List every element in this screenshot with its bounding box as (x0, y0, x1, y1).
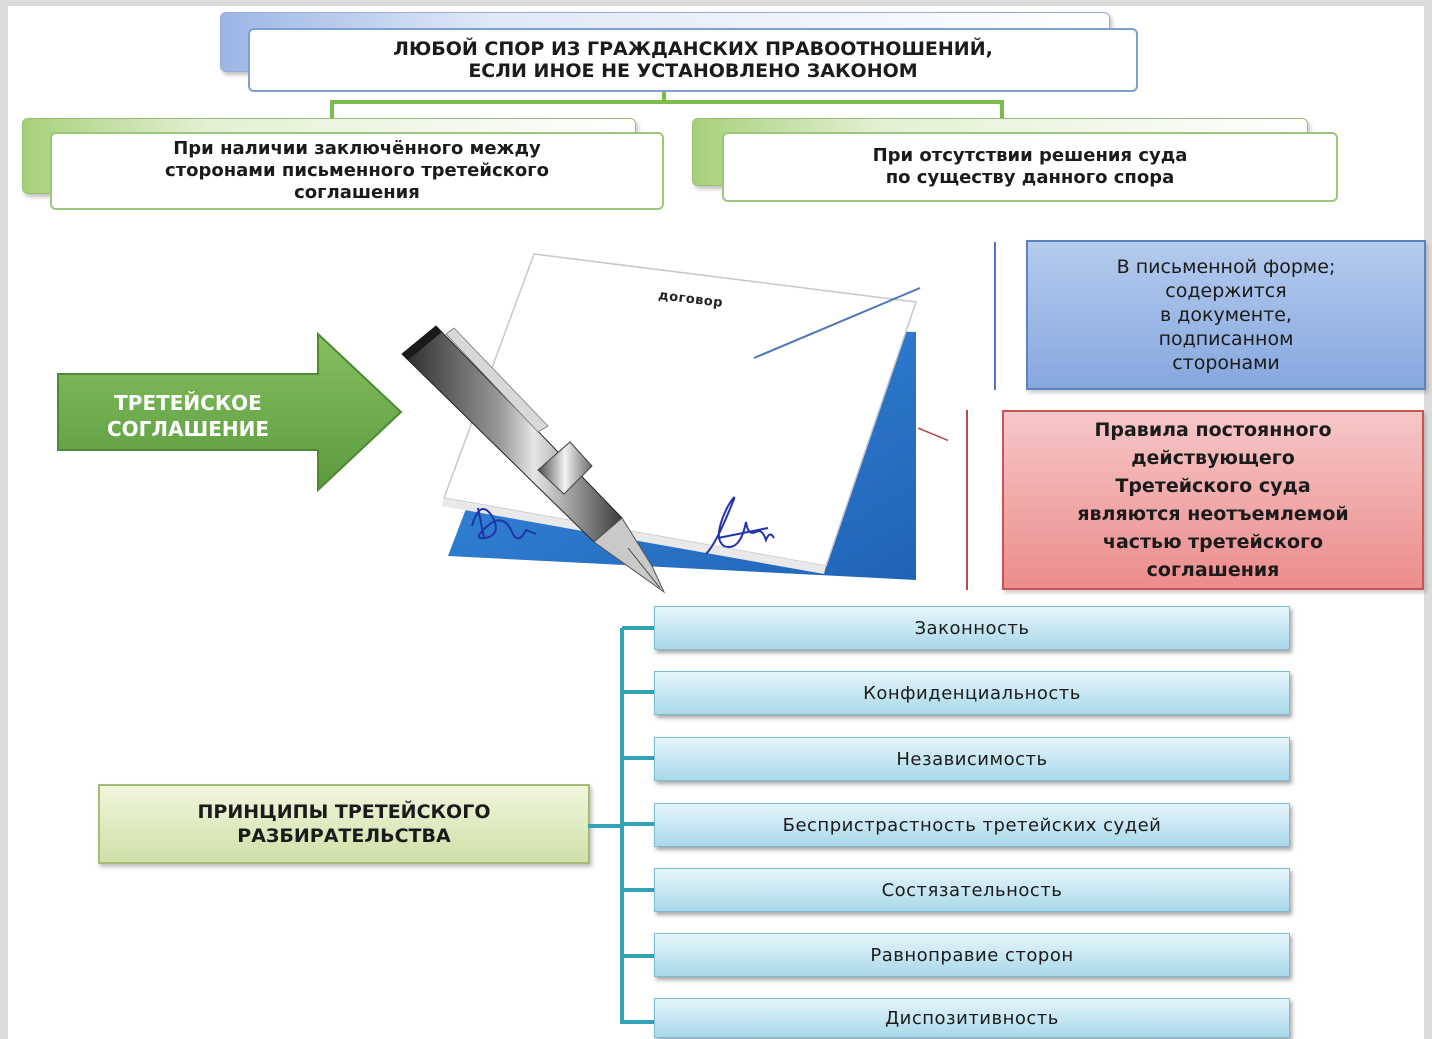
arrow-shape (57, 332, 403, 492)
court-rules-line2: действующего (1131, 447, 1295, 469)
signature-right-icon (705, 496, 775, 555)
condition-left-line3: соглашения (294, 182, 420, 203)
principle-item-equality: Равноправие сторон (654, 933, 1290, 977)
top-box-line1: ЛЮБОЙ СПОР ИЗ ГРАЖДАНСКИХ ПРАВООТНОШЕНИЙ… (393, 38, 993, 60)
principle-item-impartiality: Беспристрастность третейских судей (654, 803, 1290, 847)
written-form-line1: В письменной форме; (1116, 256, 1336, 278)
arrow-label-line2: СОГЛАШЕНИЕ (106, 417, 270, 441)
principles-connector (588, 626, 654, 1024)
court-rules-line5: частью третейского (1102, 531, 1324, 553)
blue-note-bracket (994, 242, 996, 390)
principles-title-box: ПРИНЦИПЫ ТРЕТЕЙСКОГО РАЗБИРАТЕЛЬСТВА (98, 784, 590, 864)
pen-icon (401, 325, 666, 594)
principles-title-line2: РАЗБИРАТЕЛЬСТВА (237, 825, 451, 847)
condition-right-card: При отсутствии решения суда по существу … (722, 132, 1338, 202)
diagram-canvas: ЛЮБОЙ СПОР ИЗ ГРАЖДАНСКИХ ПРАВООТНОШЕНИЙ… (8, 6, 1426, 1039)
court-rules-line4: являются неотъемлемой (1077, 503, 1349, 525)
top-tree-connector (330, 92, 1004, 120)
principle-item-legality: Законность (654, 606, 1290, 650)
principle-item-dispositivity: Диспозитивность (654, 998, 1290, 1038)
court-rules-line1: Правила постоянного (1094, 419, 1332, 441)
red-note-bracket (966, 410, 968, 590)
arrow-label-line1: ТРЕТЕЙСКОЕ (114, 391, 262, 415)
condition-right-line2: по существу данного спора (885, 167, 1175, 188)
principle-item-adversarial: Состязательность (654, 868, 1290, 912)
written-form-line3: в документе, (1160, 304, 1292, 326)
written-form-note: В письменной форме; содержится в докумен… (1026, 240, 1426, 390)
written-form-line4: подписанном (1158, 328, 1294, 350)
contract-illustration (401, 253, 948, 594)
top-box: ЛЮБОЙ СПОР ИЗ ГРАЖДАНСКИХ ПРАВООТНОШЕНИЙ… (248, 28, 1138, 92)
condition-left-line1: При наличии заключённого между (173, 138, 541, 159)
signature-left-icon (471, 507, 537, 540)
principle-item-independence: Независимость (654, 737, 1290, 781)
principle-item-confidentiality: Конфиденциальность (654, 671, 1290, 715)
court-rules-note: Правила постоянного действующего Третейс… (1002, 410, 1424, 590)
court-rules-line3: Третейского суда (1115, 475, 1311, 497)
written-form-line2: содержится (1165, 280, 1287, 302)
condition-left-line2: сторонами письменного третейского (165, 160, 549, 181)
condition-right-line1: При отсутствии решения суда (872, 145, 1188, 166)
court-rules-line6: соглашения (1146, 559, 1280, 581)
written-form-line5: сторонами (1172, 352, 1280, 374)
condition-left-card: При наличии заключённого между сторонами… (50, 132, 664, 210)
principles-title-line1: ПРИНЦИПЫ ТРЕТЕЙСКОГО (197, 801, 491, 823)
top-box-line2: ЕСЛИ ИНОЕ НЕ УСТАНОВЛЕНО ЗАКОНОМ (468, 60, 918, 82)
arrow-label: ТРЕТЕЙСКОЕ СОГЛАШЕНИЕ (58, 390, 318, 442)
